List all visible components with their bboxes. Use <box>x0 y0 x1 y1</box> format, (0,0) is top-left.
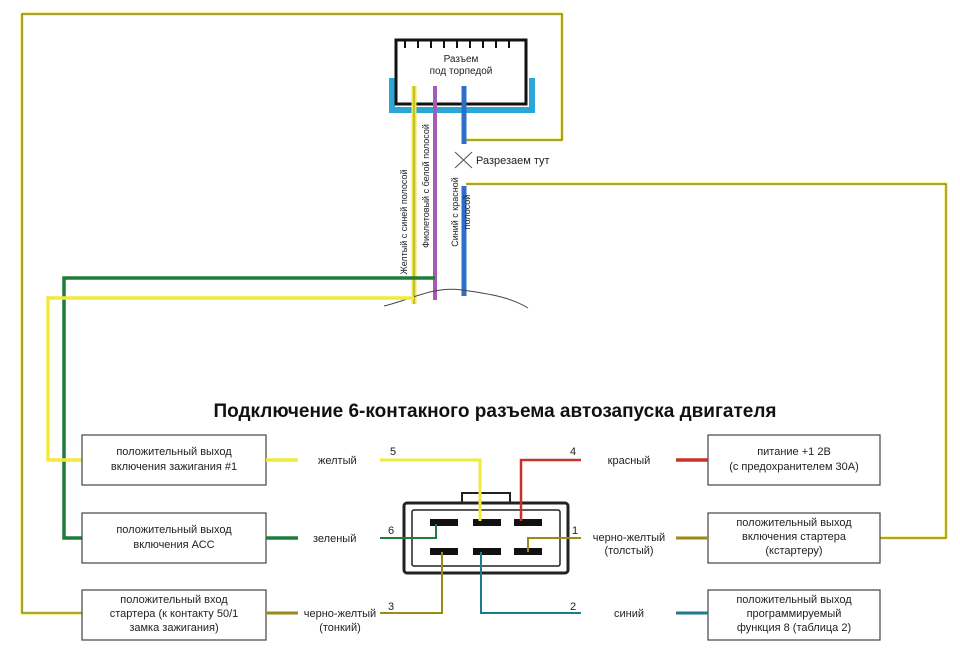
pin-wire-3-olive <box>380 552 443 614</box>
left-box-ignition-line1: положительный выход <box>116 446 232 458</box>
wire-yellow-starter-loop-edge <box>21 13 563 614</box>
pin-wire-6-green <box>380 524 437 539</box>
label-yellow-blue: Желтый с синей полосой <box>399 170 409 275</box>
left-box-acc: положительный выход включения АСС <box>81 512 267 564</box>
six-pin-connector <box>402 492 570 575</box>
pin-number-3: 3 <box>388 601 394 613</box>
pin-wire-2-teal <box>480 552 581 614</box>
right-box-power: питание +1 2В (с предохранителем 30А) <box>707 434 881 486</box>
wire-green-acc <box>62 276 435 540</box>
pin-number-2: 2 <box>570 601 576 613</box>
label-blue-red-1: Синий с красной <box>450 177 460 247</box>
right-box-starter-line2: включения стартера <box>742 531 847 543</box>
right-box-power-line1: питание +1 2В <box>757 446 831 458</box>
left-box-acc-line2: включения АСС <box>133 539 214 551</box>
pin-wire-4-red <box>519 458 581 521</box>
right-box-programmable: положительный выход программируемый функ… <box>707 589 881 641</box>
wire-label-1: черно-желтый <box>593 532 665 544</box>
right-box-prog-line1: положительный выход <box>736 594 852 606</box>
left-box-starter-input: положительный вход стартера (к контакту … <box>81 589 267 641</box>
right-box-prog-line3: функция 8 (таблица 2) <box>737 622 851 634</box>
wire-label-3: черно-желтый <box>304 608 376 620</box>
wire-label-4: красный <box>608 455 651 467</box>
pin-number-5: 5 <box>390 446 396 458</box>
pin-wire-1-olive <box>527 537 581 552</box>
dash-connector-label-2: под торпедой <box>430 66 493 77</box>
wire-yellow-starter-output-edge <box>466 183 947 539</box>
left-box-starter-line1: положительный вход <box>120 594 228 606</box>
left-box-ignition: положительный выход включения зажигания … <box>81 434 267 486</box>
wire-yellow-ignition <box>46 296 414 462</box>
left-box-acc-line1: положительный выход <box>116 524 232 536</box>
pin-number-6: 6 <box>388 525 394 537</box>
wire-label-3b: (тонкий) <box>319 622 361 634</box>
right-box-starter-output: положительный выход включения стартера (… <box>707 512 881 564</box>
cut-marker-icon <box>454 151 473 169</box>
right-box-starter-line3: (кстартеру) <box>765 545 822 557</box>
cut-here-label: Разрезаем тут <box>476 155 550 167</box>
pin-number-1: 1 <box>572 525 578 537</box>
right-box-power-line2: (с предохранителем 30А) <box>729 461 859 473</box>
wire-label-5: желтый <box>318 455 357 467</box>
wire-label-2: синий <box>614 608 644 620</box>
dash-connector-label-1: Разъем <box>444 54 479 65</box>
left-box-ignition-line2: включения зажигания #1 <box>111 461 237 473</box>
wire-label-6: зеленый <box>313 533 356 545</box>
pin-wire-5-yellow <box>380 458 482 521</box>
wire-label-1b: (толстый) <box>604 545 653 557</box>
label-blue-red-2: полосой <box>462 195 472 230</box>
label-violet-white: Фиолетовый с белой полосой <box>421 124 431 248</box>
right-box-starter-line1: положительный выход <box>736 517 852 529</box>
right-box-prog-line2: программируемый <box>747 608 842 620</box>
left-box-starter-line2: стартера (к контакту 50/1 <box>110 608 239 620</box>
dash-connector: Разъем под торпедой <box>389 38 535 113</box>
page-title: Подключение 6-контакного разъема автозап… <box>213 401 776 422</box>
pin-number-4: 4 <box>570 446 576 458</box>
left-box-starter-line3: замка зажигания) <box>129 622 218 634</box>
